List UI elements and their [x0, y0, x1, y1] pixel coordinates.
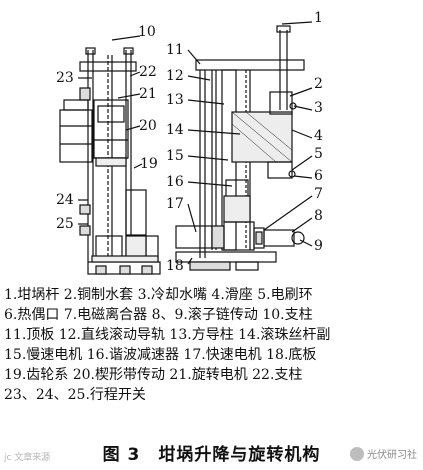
- left-base-foot-3: [141, 265, 153, 275]
- callout-2: 2: [314, 76, 323, 92]
- mechanism-diagram: 10 23 22 21 20 19 24 25 1 2 3 4 5 6 7 8 …: [56, 10, 323, 275]
- harmonic-reducer: [223, 195, 251, 223]
- wechat-icon: [350, 446, 364, 461]
- callout-21: 21: [139, 86, 157, 102]
- callout-14: 14: [166, 122, 184, 138]
- callout-6: 6: [314, 168, 323, 184]
- callout-10: 10: [138, 24, 156, 40]
- callout-7: 7: [314, 186, 323, 202]
- chain-sprocket-9: [291, 231, 305, 245]
- callout-19: 19: [140, 156, 158, 172]
- legend-line-6: 23、24、25.行程开关: [4, 387, 146, 403]
- legend: 1.坩埚杆 2.铜制水套 3.冷却水嘴 4.滑座 5.电刷环 6.热偶口 7.电…: [4, 285, 420, 405]
- gear-train: [125, 189, 147, 236]
- left-slide-block: [93, 99, 129, 159]
- legend-line-3: 11.顶板 12.直线滚动导轨 13.方导柱 14.滚珠丝杆副: [4, 327, 331, 343]
- left-base-foot-1: [95, 265, 107, 275]
- callout-15: 15: [166, 148, 184, 164]
- watermark-brand-text: 光伏研习社: [367, 450, 417, 461]
- callout-11: 11: [166, 42, 184, 58]
- callout-24: 24: [56, 192, 74, 208]
- watermark-brand: 光伏研习社: [350, 446, 417, 461]
- right-top-plate: [195, 59, 305, 71]
- callout-17: 17: [166, 196, 184, 212]
- watermark-source: jc 文章来源: [4, 453, 51, 463]
- copper-water-jacket: [269, 91, 293, 115]
- callout-8: 8: [314, 208, 323, 224]
- callout-18: 18: [166, 258, 184, 274]
- callout-13: 13: [166, 92, 184, 108]
- left-base-foot-2: [119, 265, 131, 275]
- callout-9: 9: [314, 238, 323, 254]
- fast-motor: [175, 225, 213, 249]
- callout-16: 16: [166, 174, 184, 190]
- legend-line-4: 15.慢速电机 16.谐波减速器 17.快速电机 18.底板: [4, 347, 317, 363]
- callout-20: 20: [139, 118, 157, 134]
- limit-switch-24: [79, 204, 91, 215]
- callout-1: 1: [314, 10, 323, 26]
- chain-drive-8: [263, 229, 295, 247]
- limit-switch-23: [79, 87, 91, 101]
- legend-line-5: 19.齿轮系 20.楔形带传动 21.旋转电机 22.支柱: [4, 367, 303, 383]
- callout-23: 23: [56, 70, 74, 86]
- limit-switch-25: [79, 225, 91, 236]
- brush-ring: [267, 161, 293, 179]
- callout-5: 5: [314, 146, 323, 162]
- callout-25: 25: [56, 216, 74, 232]
- figure-caption: 图 3 坩埚升降与旋转机构: [102, 445, 321, 465]
- callout-3: 3: [314, 100, 323, 116]
- rotary-motor: [59, 109, 93, 163]
- legend-line-1: 1.坩埚杆 2.铜制水套 3.冷却水嘴 4.滑座 5.电刷环: [4, 287, 313, 303]
- legend-line-2: 6.热偶口 7.电磁离合器 8、9.滚子链传动 10.支柱: [4, 307, 313, 323]
- callout-4: 4: [314, 128, 323, 144]
- callout-12: 12: [166, 68, 184, 84]
- callout-22: 22: [139, 64, 157, 80]
